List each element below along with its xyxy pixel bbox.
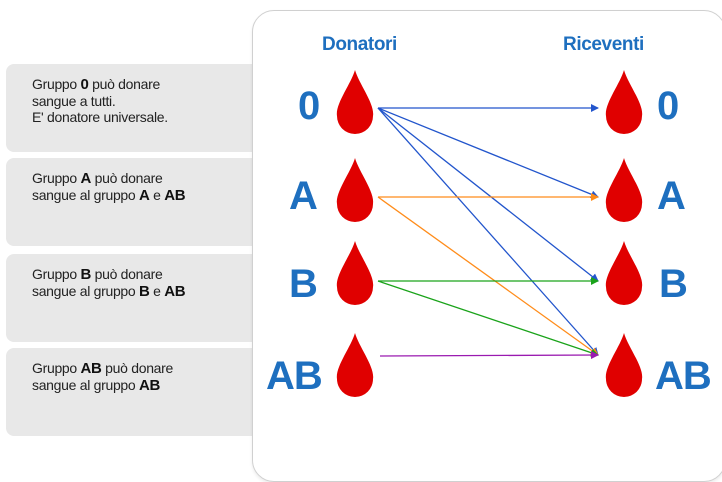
- group-label: B: [80, 266, 92, 283]
- donation-arrow-0-to-ab: [377, 107, 599, 356]
- recipient-drop-0-icon: [605, 70, 643, 134]
- info-text: può donare: [101, 360, 174, 376]
- donor-drop-a-icon: [336, 158, 374, 222]
- group-label: A: [80, 170, 92, 187]
- recipients-header: Riceventi: [563, 34, 644, 55]
- donor-label-ab: AB: [266, 354, 323, 398]
- donor-drop-0-icon: [336, 70, 374, 134]
- donor-label-b: B: [289, 262, 318, 306]
- donation-arrow-0-to-b: [377, 107, 599, 282]
- donors-header: Donatori: [322, 34, 397, 55]
- group-label: AB: [80, 360, 102, 377]
- target-group-label: B: [139, 283, 150, 300]
- recipient-drop-b-icon: [605, 241, 643, 305]
- info-text: sangue a tutti.: [32, 93, 116, 109]
- info-box-group-a: Gruppo A può donare sangue al gruppo A e…: [6, 158, 261, 246]
- donation-arrow-a-to-ab: [377, 196, 599, 356]
- info-text: può donare: [88, 76, 160, 92]
- donor-label-0: 0: [298, 84, 320, 128]
- info-box-group-ab: Gruppo AB può donare sangue al gruppo AB: [6, 348, 261, 436]
- info-text: Gruppo: [32, 170, 81, 186]
- recipient-label-0: 0: [657, 84, 679, 128]
- info-box-group-b: Gruppo B può donare sangue al gruppo B e…: [6, 254, 261, 342]
- donor-drop-ab-icon: [336, 333, 374, 397]
- target-group-label: AB: [164, 283, 186, 300]
- recipient-drop-a-icon: [605, 158, 643, 222]
- target-group-label: AB: [164, 187, 186, 204]
- recipient-drop-ab-icon: [605, 333, 643, 397]
- info-text: può donare: [91, 266, 163, 282]
- recipient-label-a: A: [657, 174, 686, 218]
- info-text: Gruppo: [32, 360, 81, 376]
- donation-arrow-0-to-a: [377, 107, 599, 199]
- info-text: e: [149, 187, 165, 203]
- info-text: sangue al gruppo: [32, 283, 139, 299]
- target-group-label: AB: [139, 377, 161, 394]
- donor-drop-b-icon: [336, 241, 374, 305]
- donation-arrow-b-to-ab: [377, 280, 599, 357]
- info-text: sangue al gruppo: [32, 377, 139, 393]
- diagram-card: [252, 10, 722, 482]
- group-label: 0: [80, 76, 89, 93]
- info-text: sangue al gruppo: [32, 187, 139, 203]
- info-text: e: [149, 283, 165, 299]
- info-text: Gruppo: [32, 266, 81, 282]
- recipient-label-b: B: [659, 262, 688, 306]
- recipient-label-ab: AB: [655, 354, 712, 398]
- info-text: Gruppo: [32, 76, 81, 92]
- donation-diagram: [336, 70, 643, 397]
- info-text: E' donatore universale.: [32, 109, 168, 125]
- target-group-label: A: [139, 187, 150, 204]
- donor-label-a: A: [289, 174, 318, 218]
- info-text: può donare: [91, 170, 163, 186]
- info-box-group-0: Gruppo 0 può donare sangue a tutti. E' d…: [6, 64, 261, 152]
- donation-arrow-ab-to-ab: [379, 351, 599, 360]
